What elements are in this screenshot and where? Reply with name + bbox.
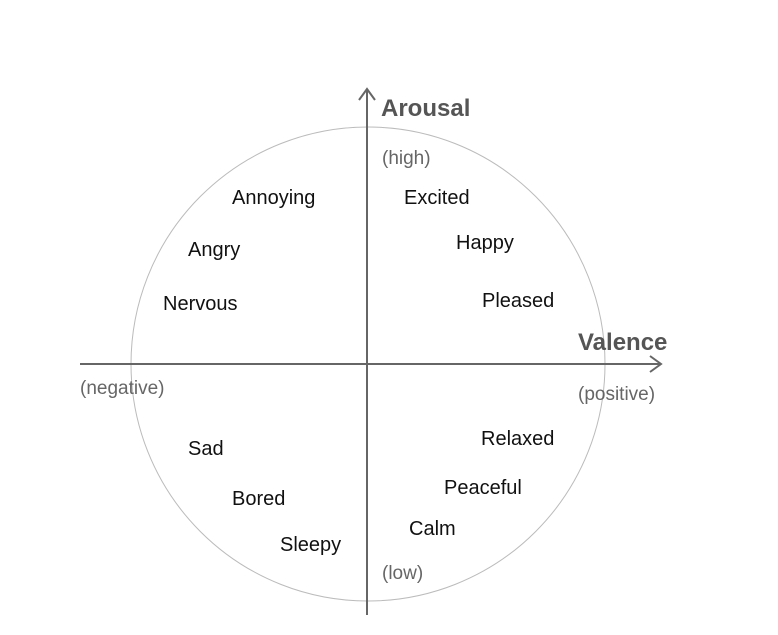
emotion-label: Happy bbox=[456, 232, 514, 254]
valence-negative-label: (negative) bbox=[80, 378, 165, 399]
emotion-label: Nervous bbox=[163, 293, 237, 315]
arousal-title: Arousal bbox=[381, 95, 470, 122]
emotion-label: Sad bbox=[188, 438, 224, 460]
arousal-axis bbox=[358, 87, 376, 615]
emotion-label: Bored bbox=[232, 488, 285, 510]
emotion-label: Excited bbox=[404, 187, 470, 209]
arousal-high-label: (high) bbox=[382, 148, 431, 169]
valence-title: Valence bbox=[578, 329, 667, 356]
emotion-label: Sleepy bbox=[280, 534, 341, 556]
emotion-label: Peaceful bbox=[444, 477, 522, 499]
valence-axis bbox=[80, 355, 663, 373]
emotion-label: Calm bbox=[409, 518, 456, 540]
arousal-low-label: (low) bbox=[382, 563, 423, 584]
emotion-label: Angry bbox=[188, 239, 240, 261]
emotion-label: Relaxed bbox=[481, 428, 554, 450]
valence-positive-label: (positive) bbox=[578, 384, 655, 405]
emotion-label: Pleased bbox=[482, 290, 554, 312]
emotion-label: Annoying bbox=[232, 187, 315, 209]
